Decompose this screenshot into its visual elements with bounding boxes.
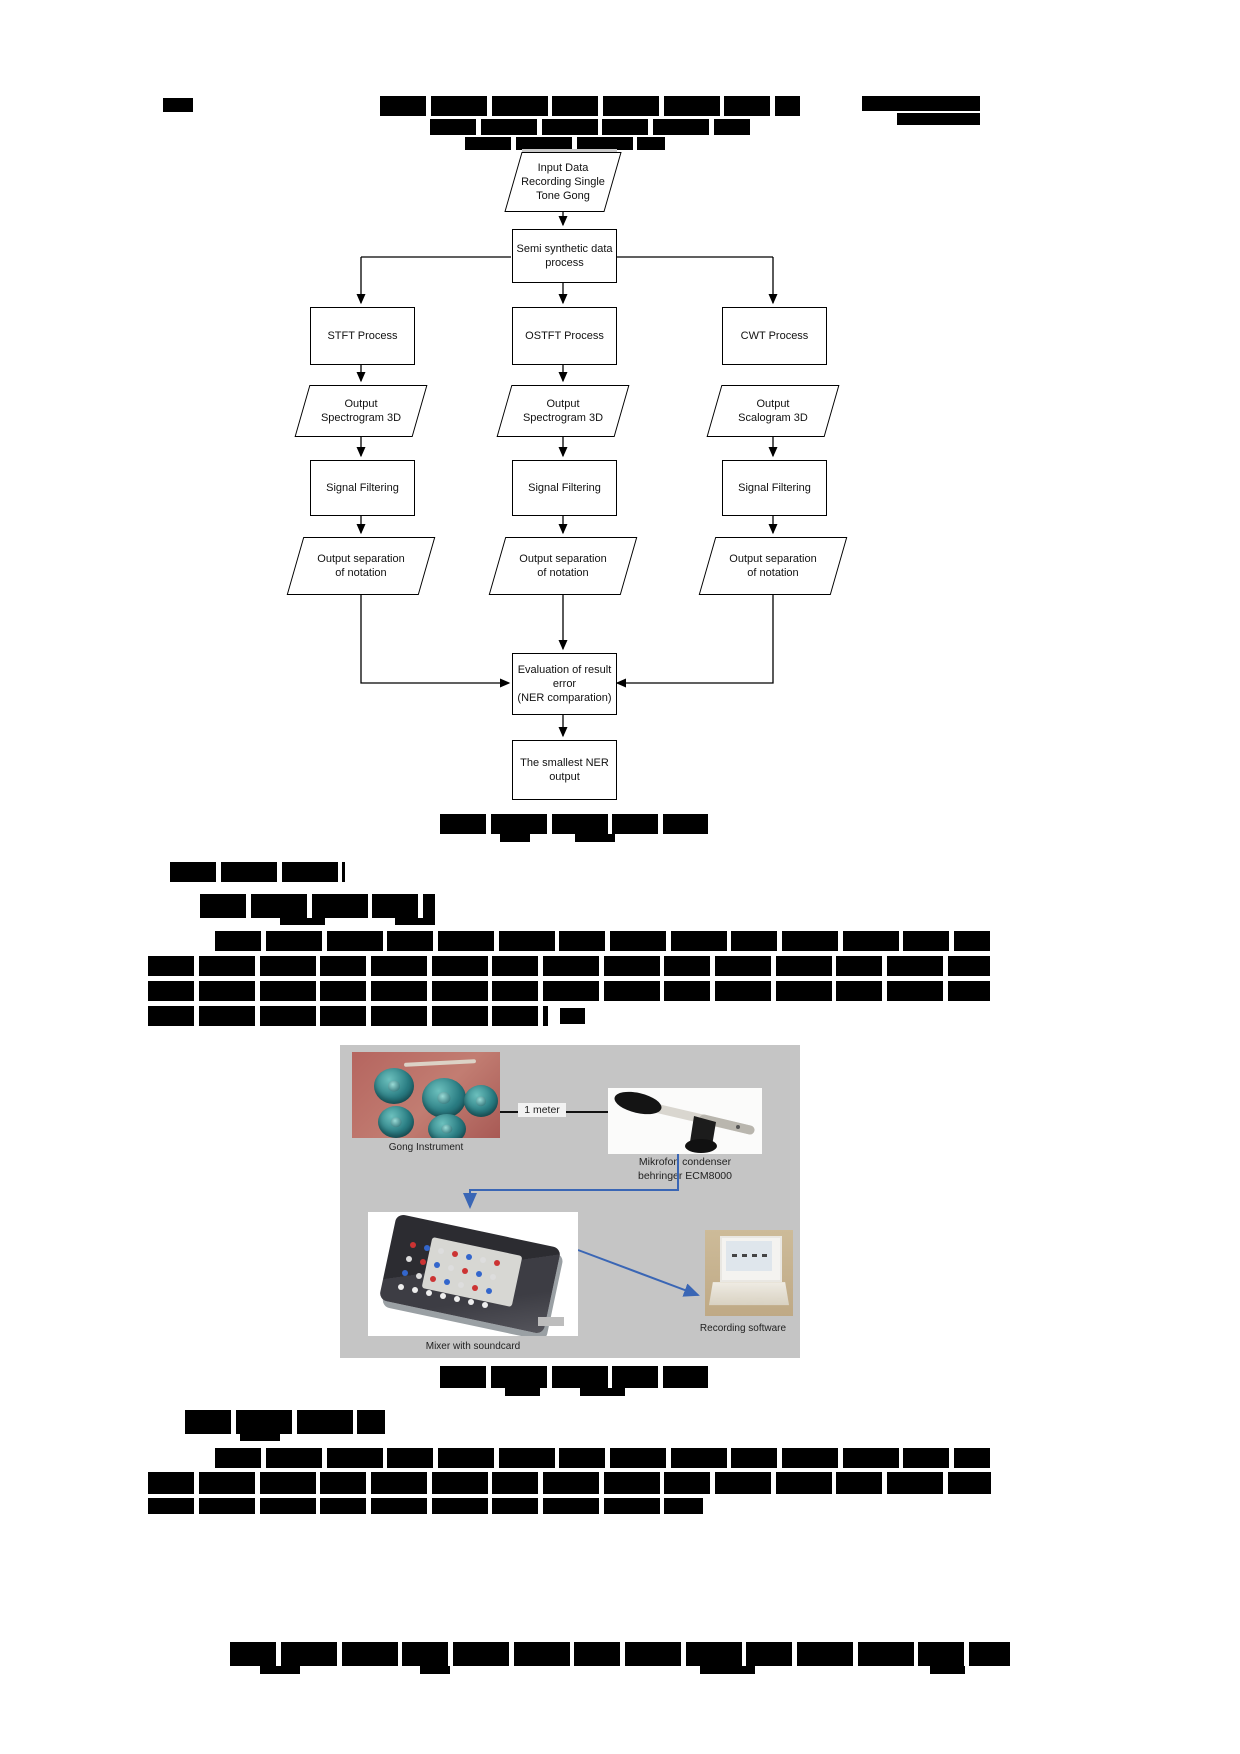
laptop-photo [705, 1230, 793, 1316]
flowchart-node-signal-filtering-2: Signal Filtering [512, 460, 617, 516]
redacted-paragraph1-line4 [148, 1006, 548, 1026]
laptop-base [708, 1282, 790, 1306]
redacted-paragraph2-line2 [148, 1472, 991, 1494]
redacted-heading-descender [280, 918, 325, 925]
redacted-footer-descender [700, 1666, 755, 1674]
redacted-heading-descender [240, 1434, 280, 1441]
microphone-photo [608, 1088, 762, 1154]
flowchart-node-cwt: CWT Process [722, 307, 827, 365]
flowchart-node-input-data: Input Data Recording Single Tone Gong [504, 152, 622, 212]
redacted-paragraph2-line1 [215, 1448, 990, 1468]
redacted-subsection-heading-2 [185, 1410, 385, 1434]
flowchart-node-output-scalogram: Output Scalogram 3D [706, 385, 840, 437]
redacted-section-heading-a [170, 862, 345, 882]
flowchart-node-output-scalogram-label: Output Scalogram 3D [738, 397, 808, 424]
laptop-screen [720, 1236, 782, 1282]
flowchart-node-signal-filtering-3-label: Signal Filtering [738, 481, 811, 494]
flowchart-node-output-spectrogram-1-label: Output Spectrogram 3D [320, 397, 402, 424]
gong-instrument-label: Gong Instrument [388, 1142, 464, 1153]
redacted-figure1-caption [440, 814, 708, 834]
redacted-title-line-2 [430, 119, 750, 135]
redacted-caption-descender [575, 834, 615, 842]
flowchart-connectors [356, 212, 778, 738]
flowchart-node-signal-filtering-1-label: Signal Filtering [326, 481, 399, 494]
flowchart-node-ostft-label: OSTFT Process [525, 329, 604, 342]
flowchart-node-separation-3: Output separation of notation [698, 537, 848, 595]
mixer-photo [368, 1212, 578, 1336]
laptop-display [726, 1241, 772, 1271]
gong [374, 1068, 414, 1104]
flowchart-node-ostft: OSTFT Process [512, 307, 617, 365]
redacted-header-right-1 [862, 96, 980, 111]
flowchart-node-separation-2-label: Output separation of notation [519, 552, 607, 579]
flowchart-node-output-spectrogram-2-label: Output Spectrogram 3D [522, 397, 604, 424]
figure-connectors [463, 1154, 700, 1297]
flowchart-node-output-spectrogram-2: Output Spectrogram 3D [496, 385, 630, 437]
redacted-header-left [163, 98, 193, 112]
recording-setup-figure: Gong Instrument 1 meter Mikrofon condens… [340, 1045, 800, 1358]
flowchart-node-separation-3-label: Output separation of notation [729, 552, 817, 579]
flowchart-node-input-data-label: Input Data Recording Single Tone Gong [521, 161, 605, 203]
redacted-title-line-3 [465, 137, 665, 150]
redacted-paragraph1-line1 [215, 931, 990, 951]
redacted-subsection-heading-1 [200, 894, 435, 918]
flowchart-node-evaluation: Evaluation of result error (NER comparat… [512, 653, 617, 715]
flowchart-node-signal-filtering-3: Signal Filtering [722, 460, 827, 516]
gong [378, 1106, 414, 1138]
mixer-logo [538, 1317, 564, 1326]
microphone-drawing [614, 1091, 755, 1153]
flowchart-node-cwt-label: CWT Process [740, 329, 809, 342]
redacted-paragraph1-line3 [148, 981, 990, 1001]
redacted-paragraph1-line2 [148, 956, 990, 976]
redacted-footer-descender [260, 1666, 300, 1674]
redacted-paragraph2-line3 [148, 1498, 703, 1514]
redacted-caption-descender [505, 1388, 540, 1396]
gong [422, 1078, 466, 1118]
redacted-footer-descender [930, 1666, 965, 1674]
redacted-footer-descender [420, 1666, 450, 1674]
distance-label: 1 meter [518, 1103, 566, 1118]
flowchart-node-separation-2: Output separation of notation [488, 537, 638, 595]
flowchart-node-stft-label: STFT Process [327, 329, 398, 342]
redacted-heading-descender [395, 918, 435, 925]
redacted-caption-descender [500, 834, 530, 842]
flowchart-node-evaluation-label: Evaluation of result error (NER comparat… [517, 663, 612, 705]
flowchart-node-semi-synthetic-label: Semi synthetic data process [516, 242, 613, 269]
gong [428, 1114, 466, 1138]
flowchart-node-smallest-ner: The smallest NER output [512, 740, 617, 800]
gong [464, 1085, 498, 1117]
laptop-label: Recording software [699, 1323, 787, 1334]
flowchart-node-stft: STFT Process [310, 307, 415, 365]
flowchart-node-signal-filtering-1: Signal Filtering [310, 460, 415, 516]
flowchart-node-output-spectrogram-1: Output Spectrogram 3D [294, 385, 428, 437]
redacted-header-right-2 [897, 113, 980, 125]
microphone-label: Mikrofon condenser behringer ECM8000 [638, 1156, 732, 1183]
gong-instrument-photo [352, 1052, 500, 1138]
mixer-label: Mixer with soundcard [425, 1341, 521, 1352]
redacted-footer-line [230, 1642, 1010, 1666]
redacted-figure2-caption [440, 1366, 708, 1388]
flowchart-node-separation-1-label: Output separation of notation [317, 552, 405, 579]
flowchart-node-signal-filtering-2-label: Signal Filtering [528, 481, 601, 494]
redacted-caption-descender [580, 1388, 625, 1396]
flowchart-node-smallest-ner-label: The smallest NER output [520, 756, 609, 783]
scan-shadow-artifact [522, 149, 617, 153]
flowchart-node-semi-synthetic: Semi synthetic data process [512, 229, 617, 283]
flowchart-node-separation-1: Output separation of notation [286, 537, 436, 595]
redacted-paragraph1-tail [560, 1008, 585, 1024]
redacted-title-line-1 [380, 96, 800, 116]
